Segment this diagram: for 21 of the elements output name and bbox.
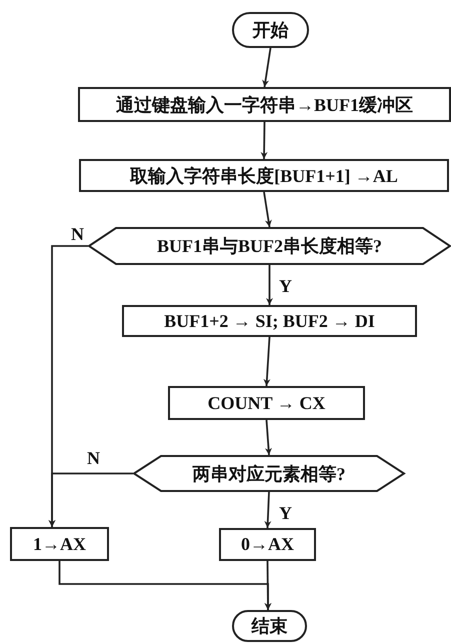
- arrow: [266, 265, 273, 305]
- process-box: 1→AX: [10, 527, 109, 561]
- arrow: [48, 245, 88, 527]
- edge-label: Y: [278, 504, 293, 522]
- process-box: 通过键盘输入一字符串→BUF1缓冲区: [78, 87, 451, 122]
- process-box: 0→AX: [219, 528, 316, 561]
- decision-hexagon: 两串对应元素相等?: [133, 455, 405, 492]
- edge-label: N: [70, 225, 85, 243]
- arrow: [263, 192, 272, 228]
- edge-label: Y: [278, 277, 293, 295]
- process-box: 取输入字符串长度[BUF1+1] →AL: [79, 159, 449, 192]
- decision-hexagon: BUF1串与BUF2串长度相等?: [88, 227, 451, 265]
- edge-label: N: [86, 449, 101, 467]
- arrow: [265, 420, 272, 456]
- process-box: COUNT → CX: [168, 386, 365, 420]
- process-box: BUF1+2 → SI; BUF2 → DI: [122, 305, 417, 337]
- arrow: [262, 48, 272, 88]
- arrow: [260, 122, 268, 160]
- arrow: [264, 492, 272, 528]
- arrow: [264, 561, 272, 610]
- arrow: [263, 336, 270, 386]
